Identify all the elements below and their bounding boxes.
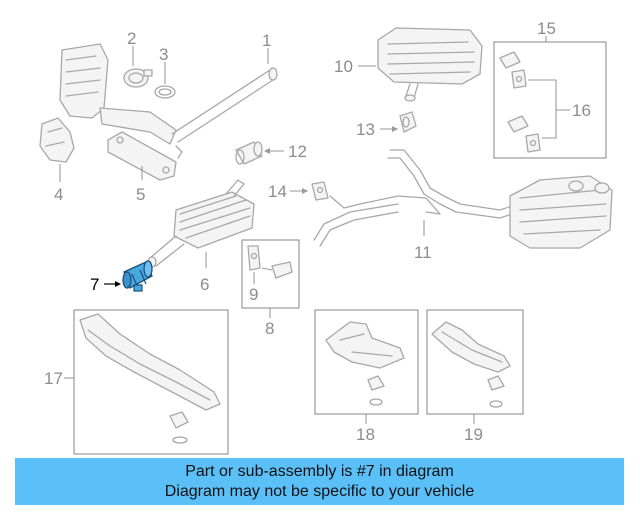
arrow-14 bbox=[302, 188, 308, 194]
part-3-gasket[interactable] bbox=[154, 85, 176, 99]
label-9: 9 bbox=[249, 285, 258, 304]
label-11: 11 bbox=[414, 243, 432, 262]
arrow-13 bbox=[392, 126, 398, 132]
label-16: 16 bbox=[572, 101, 591, 120]
label-8: 8 bbox=[265, 319, 274, 338]
arrow-7 bbox=[115, 281, 121, 287]
label-15: 15 bbox=[537, 19, 556, 38]
banner-line-1: Part or sub-assembly is #7 in diagram bbox=[185, 463, 454, 480]
label-12: 12 bbox=[288, 142, 307, 161]
part-16-hangers[interactable] bbox=[499, 51, 541, 153]
group-box-17 bbox=[73, 309, 229, 455]
part-17-heat-shield[interactable] bbox=[79, 313, 221, 444]
label-10: 10 bbox=[334, 57, 353, 76]
part-18-heat-shield[interactable] bbox=[325, 321, 405, 406]
part-5-flange[interactable] bbox=[107, 131, 177, 181]
label-19: 19 bbox=[464, 425, 483, 444]
group-box-15 bbox=[493, 41, 607, 159]
label-3: 3 bbox=[159, 45, 168, 64]
label-18: 18 bbox=[356, 425, 375, 444]
part-1-front-pipe[interactable] bbox=[59, 43, 278, 159]
part-11-rear-pipe[interactable] bbox=[313, 149, 613, 249]
info-banner: Part or sub-assembly is #7 in diagram Di… bbox=[15, 458, 624, 505]
part-9-hanger-bracket[interactable] bbox=[247, 245, 293, 279]
part-12-connector[interactable] bbox=[235, 141, 263, 165]
label-2: 2 bbox=[127, 29, 136, 48]
label-6: 6 bbox=[200, 275, 209, 294]
label-1: 1 bbox=[262, 31, 271, 50]
part-14-bracket[interactable] bbox=[311, 181, 329, 201]
part-4-bracket[interactable] bbox=[39, 117, 75, 163]
lead-line-16 bbox=[528, 79, 570, 139]
label-4: 4 bbox=[54, 185, 63, 204]
label-5: 5 bbox=[136, 185, 145, 204]
label-17: 17 bbox=[44, 369, 63, 388]
part-10-rear-muffler[interactable] bbox=[377, 27, 483, 102]
group-box-19 bbox=[426, 309, 524, 415]
label-13: 13 bbox=[356, 120, 375, 139]
part-7-pipe-clamp[interactable] bbox=[122, 260, 153, 292]
label-14: 14 bbox=[268, 182, 287, 201]
part-13-rubber-hanger[interactable] bbox=[399, 111, 417, 133]
part-6-middle-muffler[interactable] bbox=[147, 179, 255, 268]
arrow-12 bbox=[264, 148, 270, 154]
part-2-clamp[interactable] bbox=[123, 68, 153, 88]
part-19-heat-shield[interactable] bbox=[431, 321, 511, 408]
banner-line-2: Diagram may not be specific to your vehi… bbox=[164, 483, 475, 500]
exhaust-parts-diagram: 1 2 3 4 5 6 bbox=[39, 19, 613, 455]
label-7: 7 bbox=[90, 275, 99, 294]
